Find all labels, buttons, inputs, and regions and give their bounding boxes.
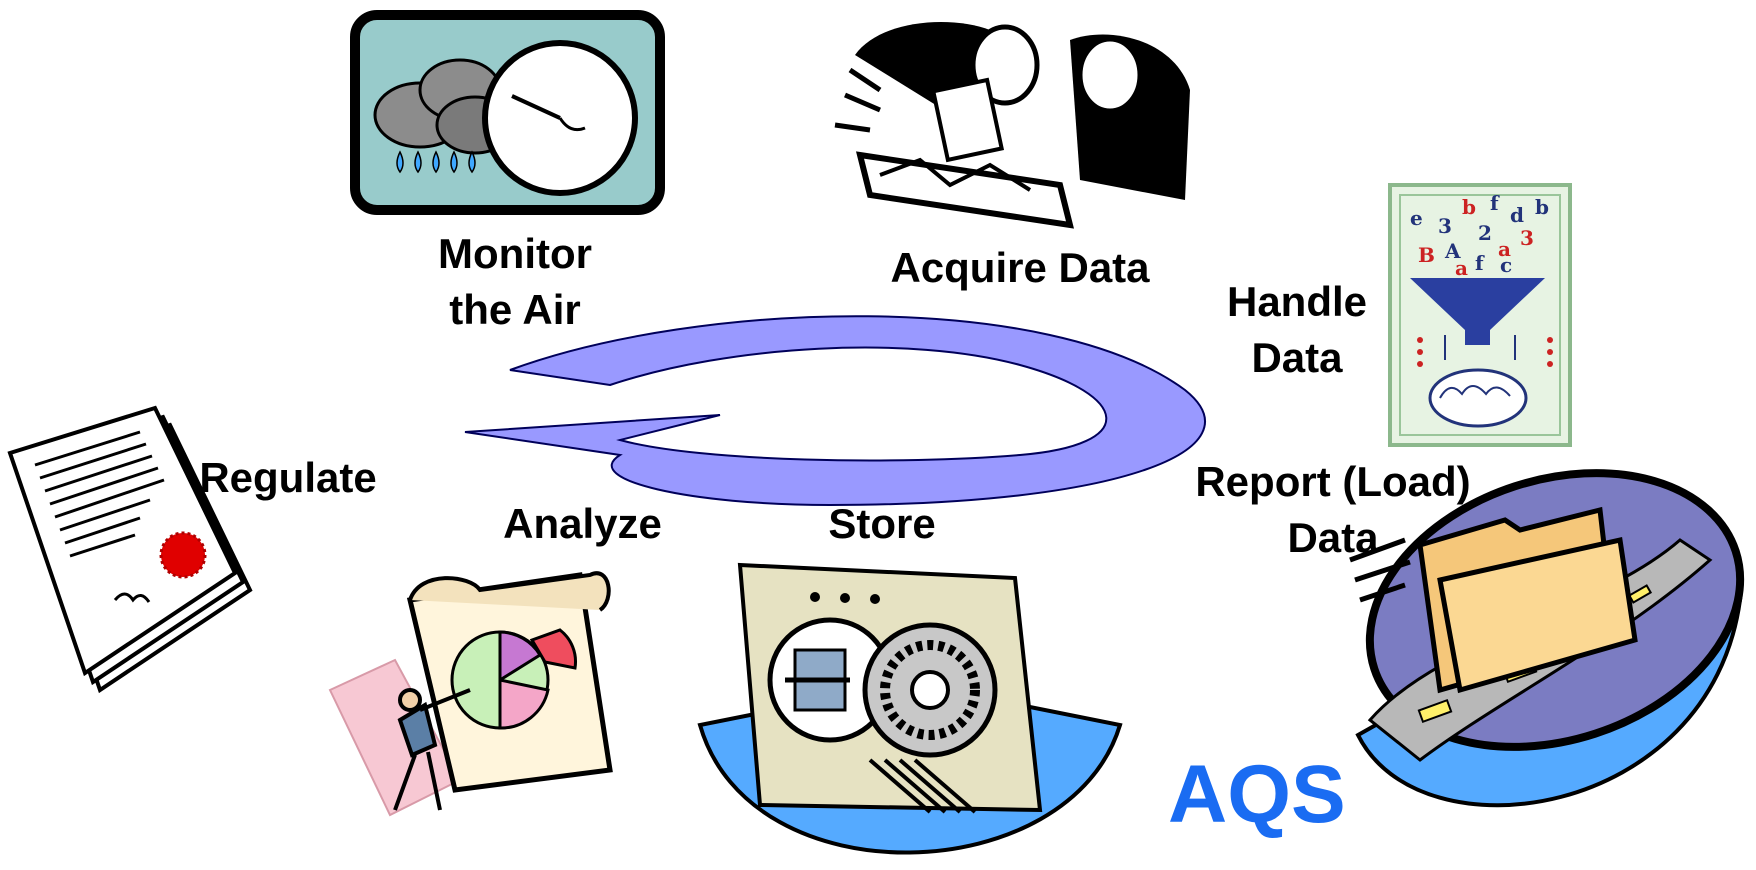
svg-text:b: b	[1462, 195, 1476, 219]
svg-text:a: a	[1455, 256, 1468, 280]
certificate-document-icon	[7, 405, 253, 694]
data-funnel-brain-icon: e 3 b f d b 2 3 B A a a f c	[1388, 183, 1572, 447]
weather-gauge-icon	[350, 10, 665, 215]
label-monitor-line2: the Air	[449, 286, 581, 333]
label-report-line2: Data	[1287, 514, 1379, 561]
svg-text:a: a	[1498, 237, 1511, 261]
svg-text:2: 2	[1478, 221, 1492, 245]
svg-text:d: d	[1510, 203, 1524, 227]
people-reviewing-chart-icon	[834, 22, 1190, 229]
label-store: Store	[828, 500, 936, 547]
svg-text:3: 3	[1520, 226, 1534, 250]
label-handle-line2: Data	[1251, 334, 1343, 381]
svg-text:f: f	[1475, 251, 1485, 275]
svg-text:b: b	[1535, 195, 1549, 219]
label-acquire-data: Acquire Data	[890, 244, 1150, 291]
label-report-load-data: Report (Load) Data	[1168, 454, 1498, 566]
svg-text:c: c	[1500, 253, 1512, 277]
aqs-logo-text: AQS	[1168, 749, 1346, 840]
svg-text:e: e	[1410, 206, 1423, 230]
label-regulate: Regulate	[199, 454, 377, 501]
folder-road-icon	[1349, 469, 1745, 808]
label-handle-line1: Handle	[1226, 278, 1368, 325]
svg-text:f: f	[1490, 191, 1500, 215]
label-monitor-the-air: Monitor the Air	[395, 226, 635, 338]
label-report-line1: Report (Load)	[1195, 458, 1471, 505]
label-analyze: Analyze	[503, 500, 662, 547]
presenter-pie-chart-icon	[328, 571, 613, 817]
label-monitor-line1: Monitor	[438, 230, 592, 277]
svg-text:3: 3	[1438, 214, 1452, 238]
svg-text:A: A	[1444, 239, 1461, 263]
bank-vault-icon	[697, 562, 1123, 855]
cycle-arrow	[464, 315, 1206, 507]
svg-text:B: B	[1418, 243, 1435, 267]
label-handle-data: Handle Data	[1212, 274, 1382, 386]
